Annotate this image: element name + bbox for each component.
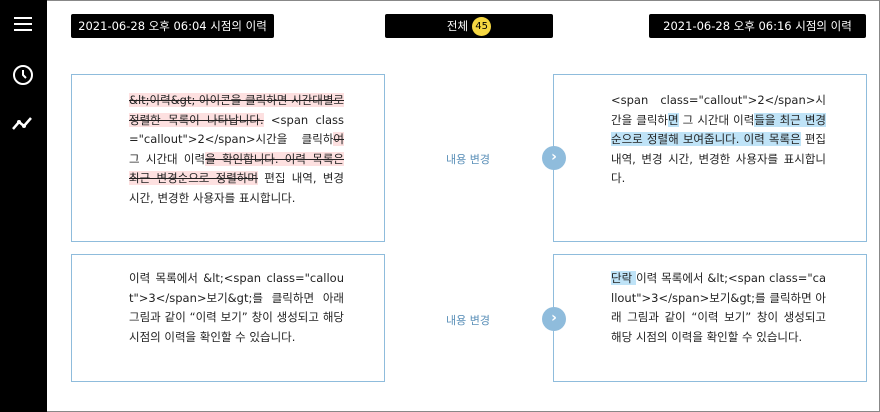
inserted-text: 단락 bbox=[611, 271, 637, 285]
chevron-right-icon[interactable]: › bbox=[542, 146, 566, 170]
unchanged-text: 이력 목록에서 &lt;<span class="callout">3</spa… bbox=[129, 271, 344, 344]
unchanged-text: 그 시간대 이력 bbox=[678, 112, 755, 127]
deleted-text: 여 bbox=[333, 132, 344, 146]
old-paragraph-text: 이력 목록에서 &lt;<span class="callout">3</spa… bbox=[129, 269, 344, 347]
new-paragraph-box: <span class="callout">2</span>시간을 클릭하면 그… bbox=[553, 74, 867, 242]
left-version-title: 2021-06-28 오후 06:04 시점의 이력 bbox=[71, 14, 274, 38]
filter-all-label: 전체 bbox=[446, 19, 469, 33]
change-type-label: 내용 변경 bbox=[446, 153, 490, 166]
history-clock-icon[interactable] bbox=[11, 63, 35, 87]
menu-icon[interactable] bbox=[11, 12, 35, 36]
change-count-badge: 45 bbox=[472, 17, 492, 36]
unchanged-text: <span class="callout">2</span>시간을 클릭하 bbox=[611, 93, 826, 127]
new-paragraph-box: 단락 이력 목록에서 &lt;<span class="callout">3</… bbox=[553, 254, 867, 382]
trend-chart-icon[interactable] bbox=[11, 111, 35, 135]
old-paragraph-box: &lt;이력&gt; 아이콘을 클릭하면 시간대별로 정렬한 목록이 나타납니다… bbox=[71, 74, 385, 242]
chevron-right-icon[interactable]: › bbox=[542, 307, 566, 331]
unchanged-text: 이력 목록에서 &lt;<span class="callout">3</spa… bbox=[611, 271, 826, 344]
unchanged-text: 그 시간대 이력 bbox=[129, 151, 206, 166]
inserted-text: 면 bbox=[668, 112, 679, 127]
unchanged-text: <span class="callout">2</span>시간을 클릭하 bbox=[129, 112, 345, 147]
old-paragraph-box: 이력 목록에서 &lt;<span class="callout">3</spa… bbox=[71, 254, 385, 382]
right-version-title: 2021-06-28 오후 06:16 시점의 이력 bbox=[649, 14, 866, 38]
new-paragraph-text: 단락 이력 목록에서 &lt;<span class="callout">3</… bbox=[611, 269, 826, 347]
new-paragraph-text: <span class="callout">2</span>시간을 클릭하면 그… bbox=[611, 91, 826, 189]
change-type-label: 내용 변경 bbox=[446, 314, 490, 327]
unchanged-text: 편집 내역, 변경 시간, 변경한 사용자를 표시합니다. bbox=[129, 171, 344, 205]
sidebar bbox=[0, 0, 47, 412]
old-paragraph-text: &lt;이력&gt; 아이콘을 클릭하면 시간대별로 정렬한 목록이 나타납니다… bbox=[129, 91, 344, 208]
unchanged-text: 편집 내역, 변경 시간, 변경한 사용자를 표시합니다. bbox=[611, 132, 826, 185]
